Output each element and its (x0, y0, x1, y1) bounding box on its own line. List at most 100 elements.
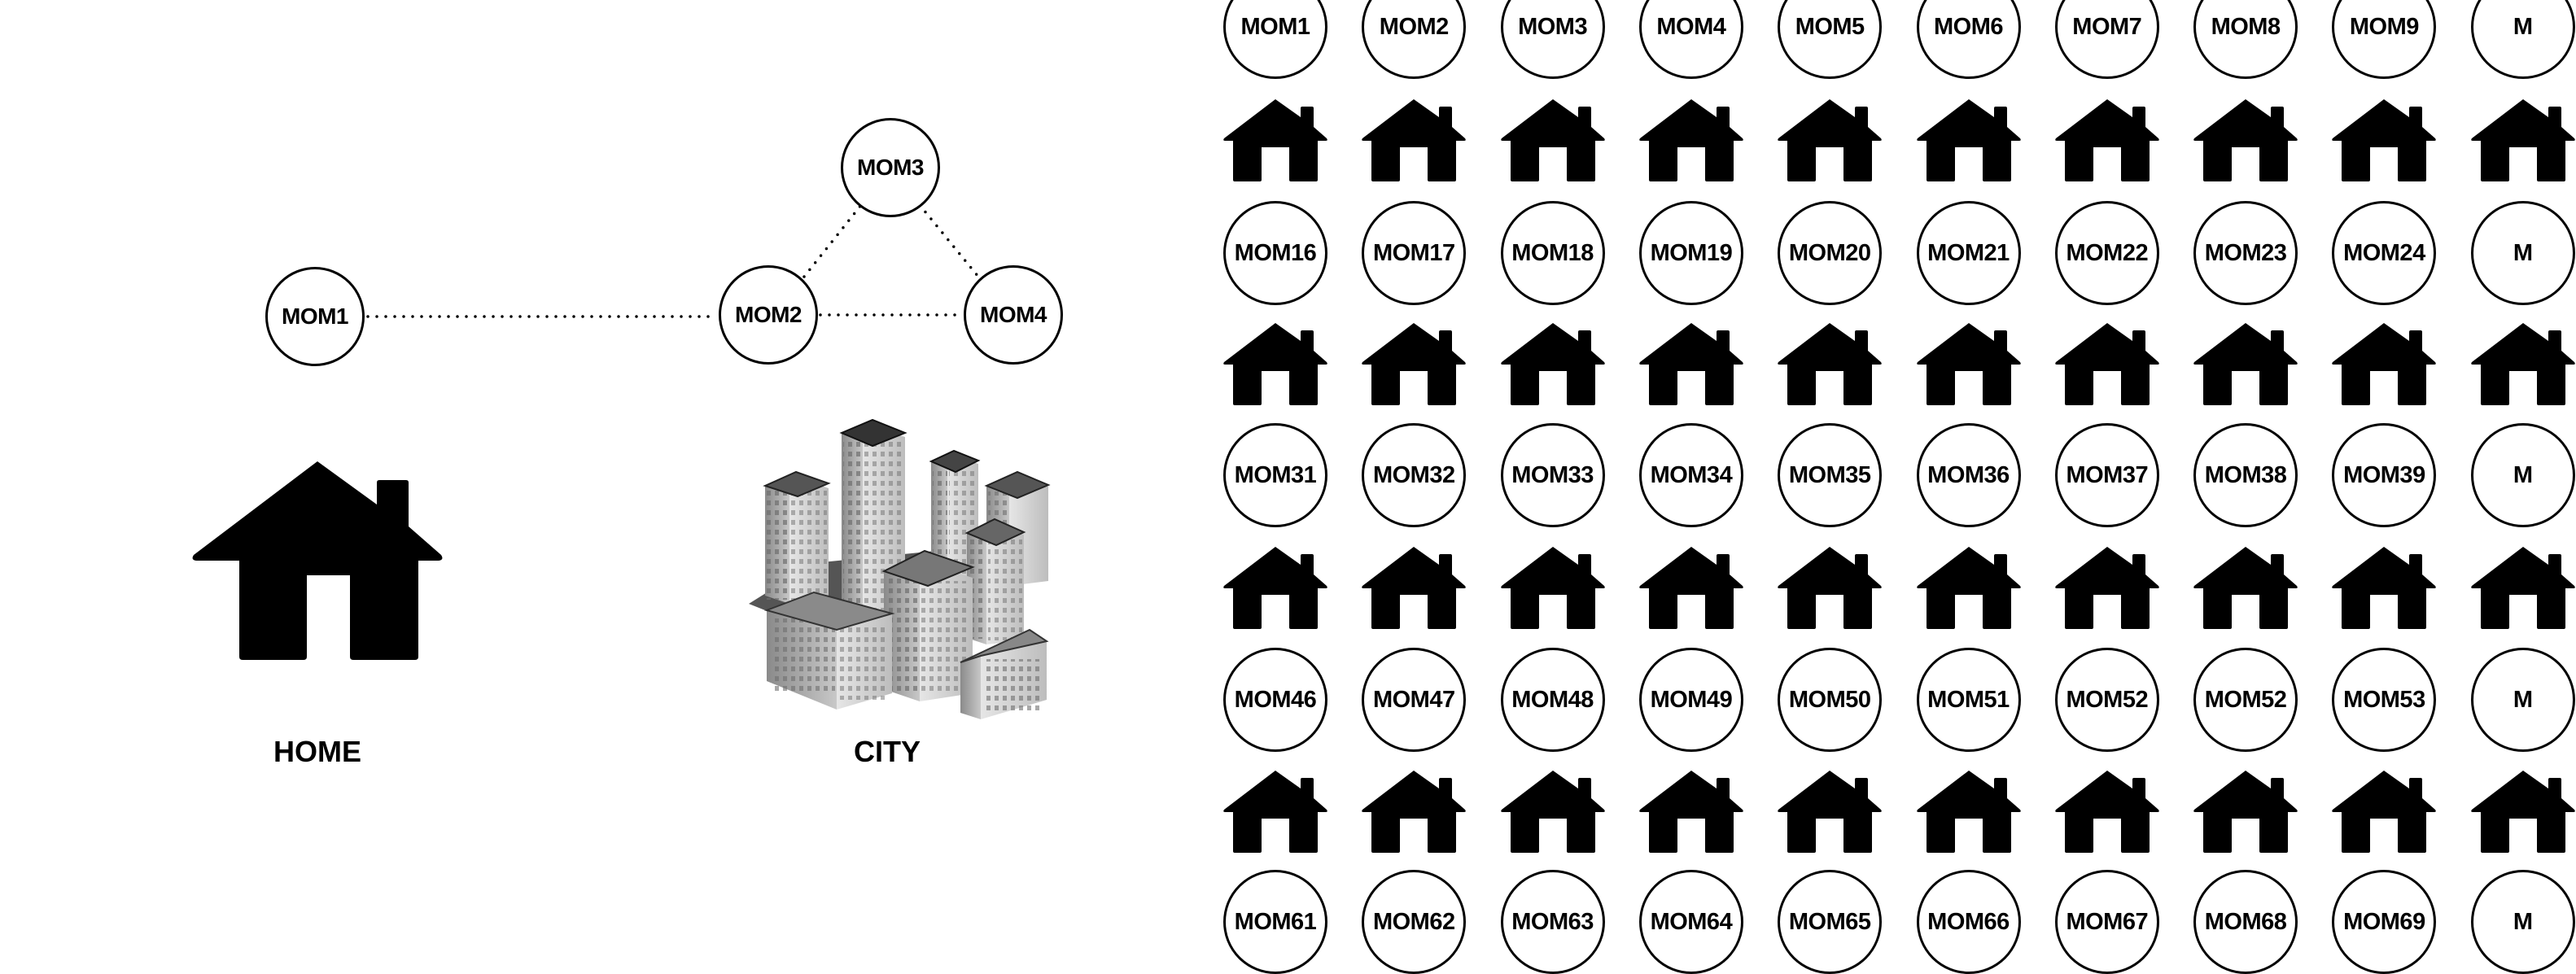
house-icon (2332, 323, 2437, 405)
grid-node: MOM49 (1638, 648, 1743, 752)
link-mom3-mom4 (918, 203, 980, 278)
link-mom2-mom3 (803, 203, 863, 278)
house-icon (1500, 323, 1605, 405)
node-label: MOM34 (1650, 461, 1733, 488)
node-label: MOM46 (1234, 686, 1317, 713)
node-label: MOM63 (1511, 908, 1594, 935)
home-label: HOME (273, 735, 361, 768)
grid-node: MOM6 (1916, 0, 2021, 79)
city-buildings-icon (749, 418, 1051, 719)
house-icon (1778, 323, 1882, 405)
node-label: MOM64 (1650, 908, 1733, 935)
grid-node: MOM21 (1916, 201, 2021, 305)
grid-node: MOM5 (1778, 0, 1883, 79)
grid-node: MOM52 (2054, 648, 2159, 752)
house-icon (1223, 323, 1327, 405)
home-city-network-panel: MOM1 MOM2 MOM3 MOM4 HOME (0, 0, 1245, 933)
grid-node: MOM64 (1638, 870, 1743, 974)
grid-node: MOM22 (2054, 201, 2159, 305)
node-label: MOM49 (1650, 686, 1733, 713)
grid-node: MOM62 (1362, 870, 1467, 974)
house-icon (1362, 323, 1467, 405)
grid-node: MOM33 (1500, 423, 1605, 527)
node-label: MOM35 (1788, 461, 1871, 488)
grid-node: MOM16 (1223, 201, 1327, 305)
grid-node: M (2470, 201, 2575, 305)
node-label: MOM20 (1788, 239, 1871, 266)
house-icon (2470, 323, 2575, 405)
grid-node: MOM48 (1500, 648, 1605, 752)
house-icon (2470, 99, 2575, 181)
node-label: MOM52 (2066, 686, 2149, 713)
grid-node: MOM34 (1638, 423, 1743, 527)
node-label: MOM39 (2343, 461, 2425, 488)
node-label: MOM68 (2204, 908, 2287, 935)
house-icon (1362, 547, 1467, 629)
grid-node: MOM20 (1778, 201, 1883, 305)
tower-left (763, 470, 831, 608)
node-label: MOM53 (2343, 686, 2425, 713)
grid-node: MOM51 (1916, 648, 2021, 752)
node-label: M (2513, 908, 2533, 935)
grid-node: MOM2 (1362, 0, 1467, 79)
grid-node: MOM39 (2332, 423, 2437, 527)
house-icon (1778, 547, 1882, 629)
grid-node: MOM65 (1778, 870, 1883, 974)
grid-node: MOM19 (1638, 201, 1743, 305)
house-icon (1223, 771, 1327, 853)
grid-node: MOM32 (1362, 423, 1467, 527)
node-label: MOM6 (1934, 13, 2004, 40)
grid-node: MOM50 (1778, 648, 1883, 752)
grid-node: MOM36 (1916, 423, 2021, 527)
node-label: MOM1 (282, 304, 349, 329)
node-mom4: MOM4 (964, 265, 1063, 365)
house-icon (1362, 771, 1467, 853)
grid-node: M (2470, 423, 2575, 527)
house-icon (2054, 323, 2159, 405)
node-label: MOM3 (857, 155, 925, 180)
city-label: CITY (853, 735, 921, 768)
house-icon (1639, 771, 1743, 853)
node-label: M (2513, 239, 2533, 266)
grid-node: MOM8 (2193, 0, 2298, 79)
grid-node: MOM31 (1223, 423, 1327, 527)
node-label: MOM4 (1656, 13, 1726, 40)
node-label: MOM67 (2066, 908, 2149, 935)
node-label: MOM2 (735, 302, 803, 327)
grid-node: MOM67 (2054, 870, 2159, 974)
house-icon (1916, 771, 2021, 853)
grid-node: MOM69 (2332, 870, 2437, 974)
tower-front-right (964, 518, 1026, 644)
node-label: MOM48 (1511, 686, 1594, 713)
grid-node: MOM9 (2332, 0, 2437, 79)
grid-node: MOM47 (1362, 648, 1467, 752)
node-label: MOM51 (1927, 686, 2010, 713)
house-icon (1778, 771, 1882, 853)
node-label: MOM66 (1927, 908, 2010, 935)
grid-node: MOM17 (1362, 201, 1467, 305)
grid-node: M (2470, 870, 2575, 974)
grid-node: M (2470, 648, 2575, 752)
house-icon (1778, 99, 1882, 181)
grid-node: MOM23 (2193, 201, 2298, 305)
node-label: MOM4 (980, 302, 1047, 327)
node-label: MOM2 (1379, 13, 1450, 40)
node-label: MOM3 (1518, 13, 1588, 40)
node-label: MOM21 (1927, 239, 2010, 266)
building-front-left (763, 591, 895, 710)
node-label: MOM16 (1234, 239, 1317, 266)
house-icon (2332, 771, 2437, 853)
house-icon (2332, 99, 2437, 181)
grid-node: MOM4 (1638, 0, 1743, 79)
grid-node: MOM68 (2193, 870, 2298, 974)
house-icon (2193, 99, 2298, 181)
node-label: MOM23 (2204, 239, 2287, 266)
node-mom1: MOM1 (265, 267, 365, 366)
grid-node: MOM37 (2054, 423, 2159, 527)
house-icon (2193, 547, 2298, 629)
house-icon (1500, 547, 1605, 629)
grid-node: MOM18 (1500, 201, 1605, 305)
house-icon (2332, 547, 2437, 629)
node-label: MOM7 (2072, 13, 2142, 40)
